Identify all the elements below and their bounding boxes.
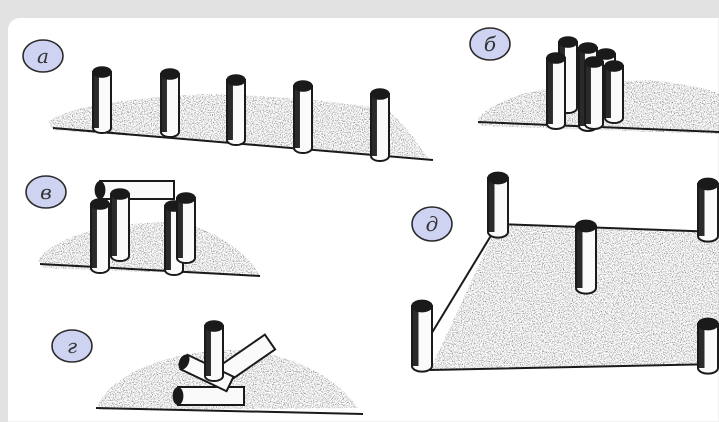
panel-b xyxy=(477,36,719,134)
post-a-5 xyxy=(370,88,390,163)
frame-v xyxy=(90,180,196,277)
post-d-2 xyxy=(575,219,597,295)
plot-edges-d xyxy=(429,223,719,371)
post-b-6 xyxy=(604,60,624,125)
panel-v xyxy=(38,180,261,277)
construction-diagram: а б в г д xyxy=(22,27,719,415)
post-row-a xyxy=(92,66,390,163)
label-bubble-d xyxy=(411,206,453,242)
post-d-4 xyxy=(411,299,433,373)
panel-label-v: в xyxy=(25,175,67,209)
label-text-d: д xyxy=(426,212,439,236)
panel-g xyxy=(95,320,364,415)
label-text-a: а xyxy=(37,44,49,68)
log-pile-g xyxy=(172,320,277,406)
panel-label-d: д xyxy=(411,206,453,242)
post-a-2 xyxy=(160,68,180,139)
post-v-2 xyxy=(110,188,130,263)
panel-a xyxy=(48,66,434,163)
post-g-1 xyxy=(204,320,224,383)
log-g-1 xyxy=(172,386,245,406)
lintel-v xyxy=(94,180,175,200)
label-text-v: в xyxy=(40,180,52,204)
label-bubble-v xyxy=(25,175,67,209)
label-text-g: г xyxy=(67,334,77,358)
plot-surface-d xyxy=(430,224,719,370)
post-b-4 xyxy=(546,52,566,131)
plot-posts-d xyxy=(411,171,719,375)
ground-line-v xyxy=(39,263,261,277)
label-bubble-g xyxy=(51,329,93,363)
post-d-5 xyxy=(697,317,719,375)
panel-label-g: г xyxy=(51,329,93,363)
post-v-1 xyxy=(90,198,110,275)
post-d-1 xyxy=(487,171,509,239)
panel-d xyxy=(411,171,719,375)
panel-label-b: б xyxy=(469,27,511,61)
panel-label-a: а xyxy=(22,39,64,73)
ground-mound-v xyxy=(38,222,260,276)
label-bubble-a xyxy=(22,39,64,73)
illustration-card: а б в г д xyxy=(8,18,719,422)
label-bubble-b xyxy=(469,27,511,61)
post-a-4 xyxy=(293,80,313,155)
label-text-b: б xyxy=(484,32,497,56)
post-b-5 xyxy=(584,56,604,131)
post-v-4 xyxy=(176,192,196,265)
post-d-3 xyxy=(697,177,719,243)
post-a-1 xyxy=(92,66,112,135)
ground-line-g xyxy=(95,407,364,415)
post-a-3 xyxy=(226,74,246,147)
post-cluster-b xyxy=(546,36,624,133)
